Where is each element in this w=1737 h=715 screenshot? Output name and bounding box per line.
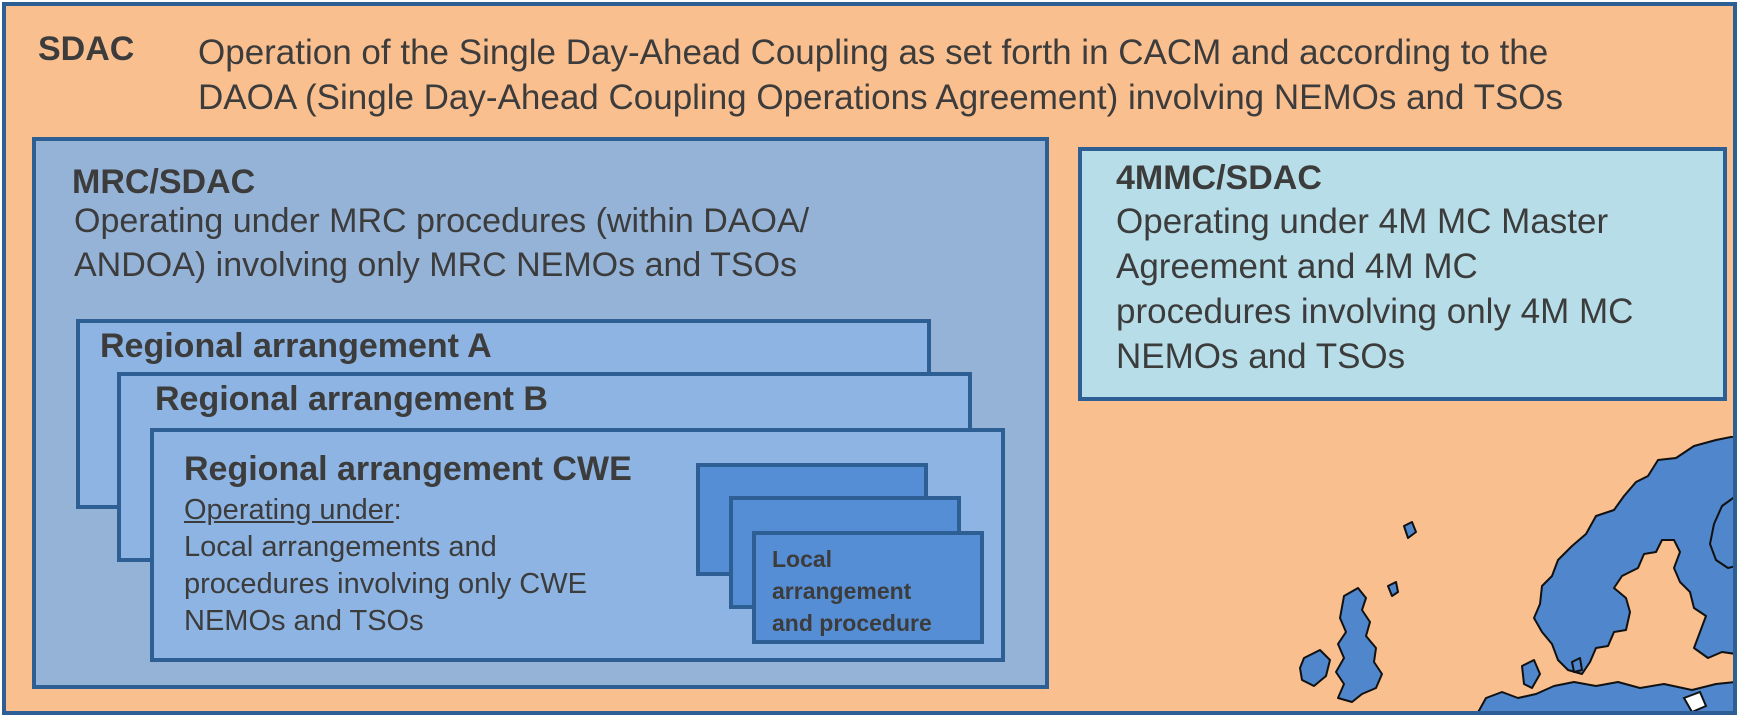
cwe-operating-under: Operating under	[184, 494, 394, 526]
continent-shape	[1477, 681, 1733, 711]
sdac-description: Operation of the Single Day-Ahead Coupli…	[198, 30, 1563, 120]
cwe-desc-line2: procedures involving only CWE	[184, 568, 587, 600]
mrc-sdac-description: Operating under MRC procedures (within D…	[74, 199, 809, 287]
island-shape-1	[1403, 521, 1417, 539]
mmc-desc-line3: procedures involving only 4M MC	[1116, 292, 1634, 331]
mmc-desc-line2: Agreement and 4M MC	[1116, 247, 1478, 286]
cwe-operating-under-line: Operating under:	[184, 492, 587, 529]
europe-map-icon	[1299, 436, 1733, 711]
finland-coast-shape	[1709, 496, 1733, 569]
local-arrangement-line2: arrangement	[772, 578, 912, 604]
4mmc-sdac-box: 4MMC/SDAC Operating under 4M MC Master A…	[1078, 147, 1727, 401]
cwe-description: Operating under: Local arrangements and …	[184, 492, 587, 640]
scandinavia-shape	[1533, 436, 1733, 675]
mmc-desc-line1: Operating under 4M MC Master	[1116, 202, 1609, 241]
mrc-desc-line2: ANDOA) involving only MRC NEMOs and TSOs	[74, 246, 798, 284]
cwe-desc-line3: NEMOs and TSOs	[184, 605, 424, 637]
4mmc-sdac-title: 4MMC/SDAC	[1116, 159, 1322, 197]
baltic-island-shape	[1571, 657, 1583, 673]
denmark-shape	[1521, 659, 1541, 689]
ireland-shape	[1299, 649, 1331, 687]
local-arrangement-line1: Local	[772, 546, 833, 572]
4mmc-sdac-description: Operating under 4M MC Master Agreement a…	[1116, 199, 1633, 379]
cwe-colon: :	[393, 494, 402, 526]
mrc-desc-line1: Operating under MRC procedures (within D…	[74, 202, 810, 240]
local-arrangement-box-front: Local arrangement and procedure	[752, 531, 984, 644]
cwe-desc-line1: Local arrangements and	[184, 531, 497, 563]
regional-arrangement-b-title: Regional arrangement B	[155, 380, 548, 418]
regional-arrangement-a-title: Regional arrangement A	[100, 327, 492, 365]
mrc-sdac-title: MRC/SDAC	[72, 163, 256, 201]
sdac-title: SDAC	[38, 30, 135, 68]
local-arrangement-line3: and procedure	[772, 610, 932, 636]
sdac-desc-line2: DAOA (Single Day-Ahead Coupling Operatio…	[198, 78, 1564, 117]
sdac-desc-line1: Operation of the Single Day-Ahead Coupli…	[198, 33, 1549, 72]
great-britain-shape	[1335, 587, 1383, 703]
island-shape-2	[1387, 581, 1399, 597]
mmc-desc-line4: NEMOs and TSOs	[1116, 337, 1406, 376]
local-arrangement-label: Local arrangement and procedure	[772, 543, 932, 639]
regional-arrangement-cwe-title: Regional arrangement CWE	[184, 450, 632, 488]
map-white-patch	[1682, 690, 1708, 711]
